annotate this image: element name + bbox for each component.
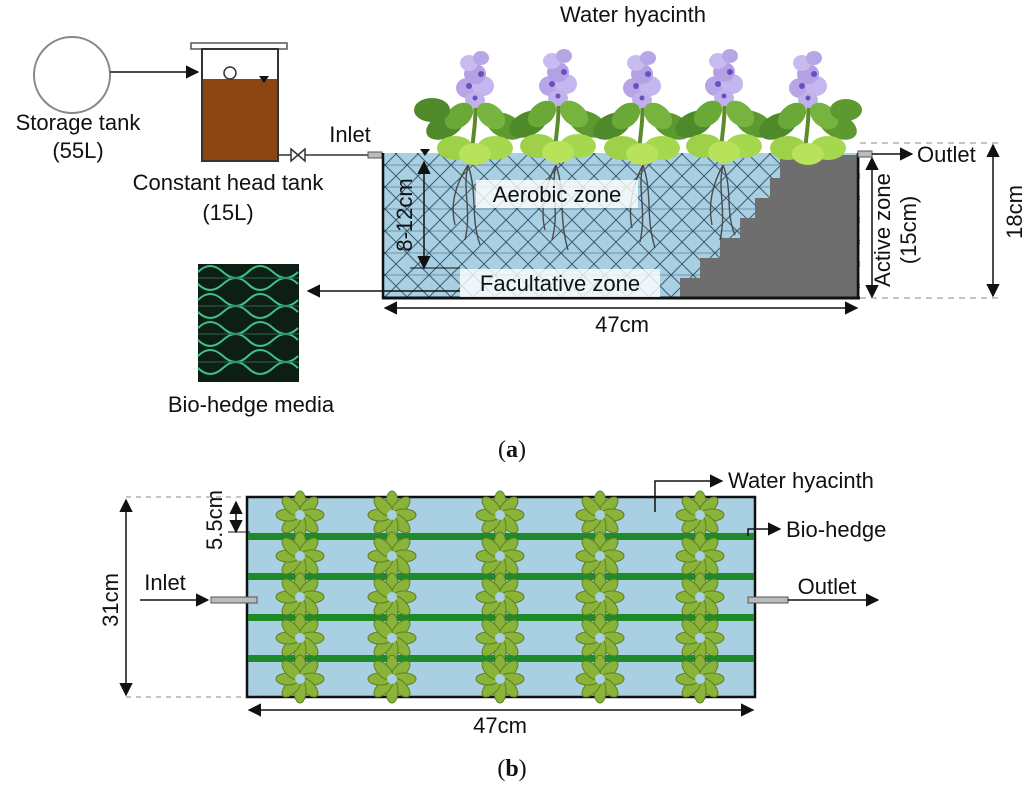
facultative-zone-label: Facultative zone — [480, 271, 640, 296]
caption-a: (a) — [498, 437, 526, 463]
active-zone-depth: (15cm) — [896, 196, 921, 264]
panel-a: Water hyacinth Storage tank (55L) Consta… — [16, 2, 1024, 463]
facultative-zone-bg — [460, 269, 660, 297]
width-label: 31cm — [98, 573, 123, 627]
head-tank-label: Constant head tank — [133, 170, 325, 195]
aerobic-zone-label: Aerobic zone — [493, 182, 621, 207]
inlet-pipe — [367, 151, 383, 159]
top-length-label: 47cm — [473, 713, 527, 738]
storage-tank-icon — [33, 36, 111, 114]
top-inlet-pipe — [210, 596, 258, 604]
bio-hedge-media-swatch — [197, 264, 299, 382]
hyacinth-plant-4 — [668, 47, 780, 165]
plant-callout-label: Water hyacinth — [728, 468, 874, 493]
top-inlet-label: Inlet — [144, 570, 186, 595]
hyacinth-plant-2 — [502, 47, 614, 165]
aerobic-zone-bg — [476, 180, 638, 208]
hedge-callout-label: Bio-hedge — [786, 517, 886, 542]
tank-water-level-icon — [420, 149, 430, 156]
outlet-label: Outlet — [917, 142, 976, 167]
water-hyacinth-plants — [414, 47, 864, 167]
active-zone-label: Active zone — [870, 173, 895, 287]
aerobic-depth-label: 8-12cm — [392, 178, 417, 251]
valve-icon — [290, 147, 306, 163]
hyacinth-plant-3 — [586, 49, 698, 167]
bio-hedge-media-label: Bio-hedge media — [168, 392, 335, 417]
inlet-label: Inlet — [329, 122, 371, 147]
caption-b: (b) — [497, 756, 526, 782]
length-label: 47cm — [595, 312, 649, 337]
edge-leaf-right — [830, 99, 862, 121]
stepped-base-block — [680, 155, 858, 298]
head-tank-liquid — [203, 79, 277, 160]
hedge-callout-arrow — [747, 522, 782, 536]
storage-tank-volume: (55L) — [52, 138, 103, 163]
water-level-marker-icon — [259, 76, 269, 83]
outlet-pipe — [857, 150, 873, 158]
water-hyacinth-title: Water hyacinth — [560, 2, 706, 27]
strip-spacing-label: 5.5cm — [202, 490, 227, 550]
top-outlet-label: Outlet — [798, 574, 857, 599]
panel-b: Water hyacinth Bio-hedge Inlet Outlet 5.… — [98, 468, 886, 782]
storage-tank-label: Storage tank — [16, 110, 142, 135]
head-tank-volume: (15L) — [202, 200, 253, 225]
plant-callout-arrow — [654, 474, 724, 512]
float-valve-icon — [223, 66, 237, 80]
edge-leaf-left — [414, 98, 450, 122]
height-label: 18cm — [1002, 185, 1024, 239]
top-outlet-pipe — [747, 596, 789, 604]
